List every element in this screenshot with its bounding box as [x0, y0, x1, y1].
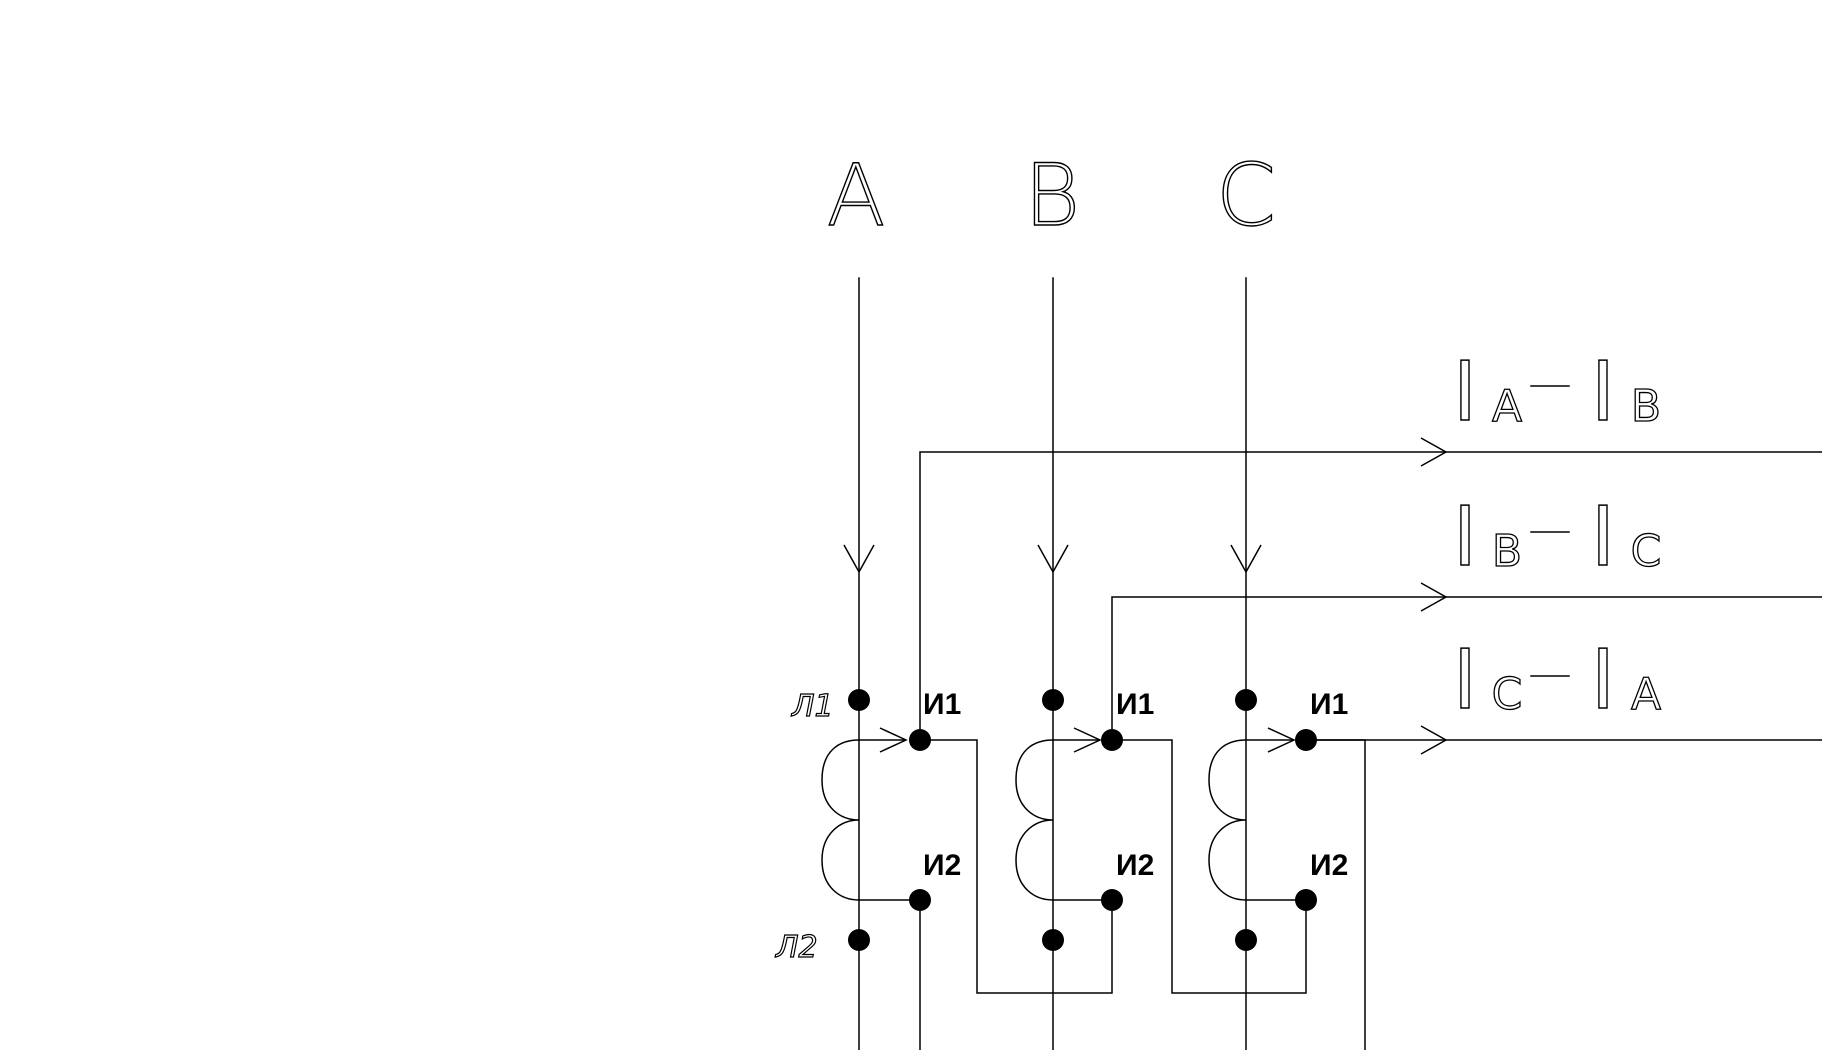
- terminal-l2-b: [1042, 929, 1064, 951]
- phase-label-c: C: [1216, 146, 1276, 246]
- terminal-i2-a: [909, 889, 931, 911]
- svg-text:I: I: [1591, 633, 1615, 728]
- svg-text:I: I: [1453, 633, 1477, 728]
- output-label-ia-ib: I A I B: [1452, 344, 1662, 440]
- terminal-i2-c: [1295, 889, 1317, 911]
- terminal-l1-a: [848, 689, 870, 711]
- svg-text:C: C: [1631, 526, 1662, 577]
- label-i1-b: И1: [1116, 688, 1154, 721]
- svg-text:I: I: [1453, 490, 1477, 585]
- current-transformer-phase-c: [1208, 689, 1317, 951]
- output-conductors: [919, 437, 1822, 755]
- label-i2-c: И2: [1310, 849, 1348, 882]
- terminal-l2-c: [1235, 929, 1257, 951]
- secondary-winding-c: [1208, 739, 1306, 901]
- terminal-l2-a: [848, 929, 870, 951]
- secondary-winding-a: [821, 739, 920, 901]
- terminal-i1-b: [1101, 729, 1123, 751]
- svg-text:B: B: [1631, 381, 1661, 432]
- label-i1-c: И1: [1310, 688, 1348, 721]
- svg-text:A: A: [1492, 381, 1522, 432]
- current-transformer-phase-b: [1015, 689, 1123, 951]
- terminal-i1-c: [1295, 729, 1317, 751]
- terminal-i2-b: [1101, 889, 1123, 911]
- label-l1: Л1: [791, 689, 834, 724]
- label-i1-a: И1: [923, 688, 961, 721]
- terminal-l1-b: [1042, 689, 1064, 711]
- output-label-ib-ic: I B I C: [1452, 489, 1662, 585]
- label-l2: Л2: [775, 930, 818, 965]
- label-i2-b: И2: [1116, 849, 1154, 882]
- svg-text:I: I: [1591, 490, 1615, 585]
- output-label-ic-ia: I C I A: [1452, 632, 1661, 728]
- terminal-l1-c: [1235, 689, 1257, 711]
- phase-label-b: B: [1024, 146, 1080, 246]
- terminal-i1-a: [909, 729, 931, 751]
- phase-label-a: A: [827, 146, 886, 246]
- current-transformer-phase-a: [821, 689, 931, 951]
- svg-text:B: B: [1492, 526, 1522, 577]
- svg-text:A: A: [1631, 669, 1661, 720]
- phase-conductors: [843, 277, 1262, 1050]
- secondary-winding-b: [1015, 739, 1112, 901]
- svg-text:C: C: [1492, 669, 1523, 720]
- svg-text:I: I: [1591, 345, 1615, 440]
- delta-interconnection: [919, 739, 1366, 1050]
- label-i2-a: И2: [923, 849, 961, 882]
- svg-text:I: I: [1453, 345, 1477, 440]
